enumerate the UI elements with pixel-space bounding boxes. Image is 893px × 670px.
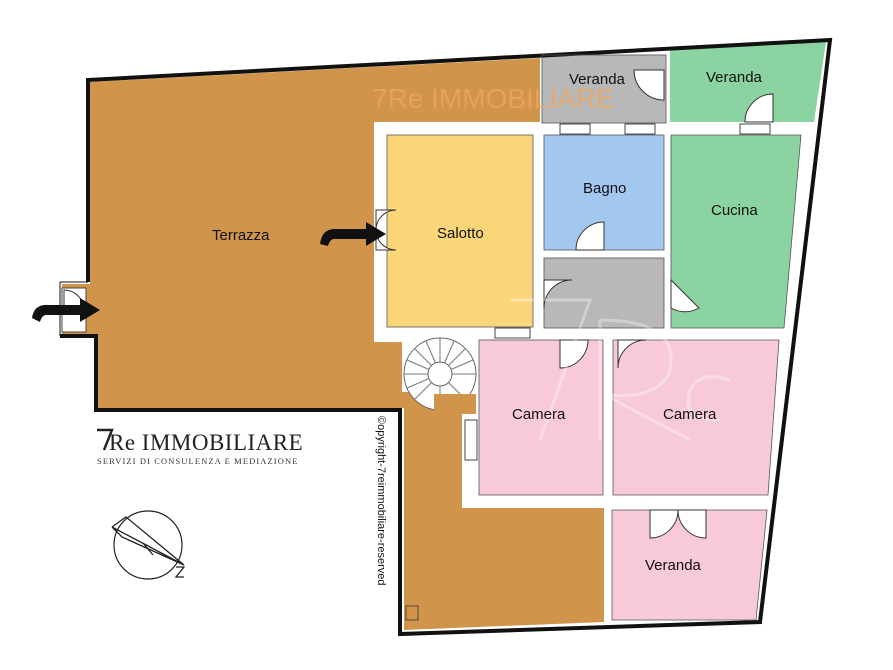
room-cucina — [671, 135, 801, 328]
logo-title: Re IMMOBILIARE — [109, 430, 303, 455]
label-cucina: Cucina — [711, 202, 758, 219]
room-camera-left — [479, 340, 603, 495]
label-camera-right: Camera — [663, 406, 717, 423]
spiral-staircase-icon — [403, 337, 477, 414]
room-disimpegno — [544, 258, 664, 328]
entrance-arrow-icon — [32, 298, 100, 322]
label-veranda-top-left: Veranda — [569, 71, 626, 88]
label-terrazza: Terrazza — [212, 227, 270, 244]
label-camera-left: Camera — [512, 406, 566, 423]
stamp-icon — [405, 605, 419, 621]
logo-subtitle: SERVIZI DI CONSULENZA E MEDIAZIONE — [97, 456, 299, 466]
label-veranda-top-right: Veranda — [706, 69, 763, 86]
copyright-text: ©opyright-7reimmobiliare-reserved — [375, 416, 387, 586]
compass-icon — [111, 510, 186, 580]
watermark-logo — [510, 298, 731, 442]
room-salotto — [387, 135, 533, 327]
logo-seven-icon — [97, 428, 114, 451]
room-terrazza — [62, 58, 604, 630]
label-bagno: Bagno — [583, 180, 626, 197]
label-veranda-bottom: Veranda — [645, 557, 702, 574]
outer-wall — [60, 37, 833, 637]
watermark-text: 7Re IMMOBILIARE — [372, 83, 615, 114]
room-veranda-top-right — [670, 42, 826, 122]
label-salotto: Salotto — [437, 225, 484, 242]
windows — [61, 123, 771, 461]
logo: Re IMMOBILIARE SERVIZI DI CONSULENZA E M… — [97, 428, 303, 466]
salotto-entry-arrow-icon — [320, 222, 386, 246]
room-camera-right — [613, 340, 779, 495]
